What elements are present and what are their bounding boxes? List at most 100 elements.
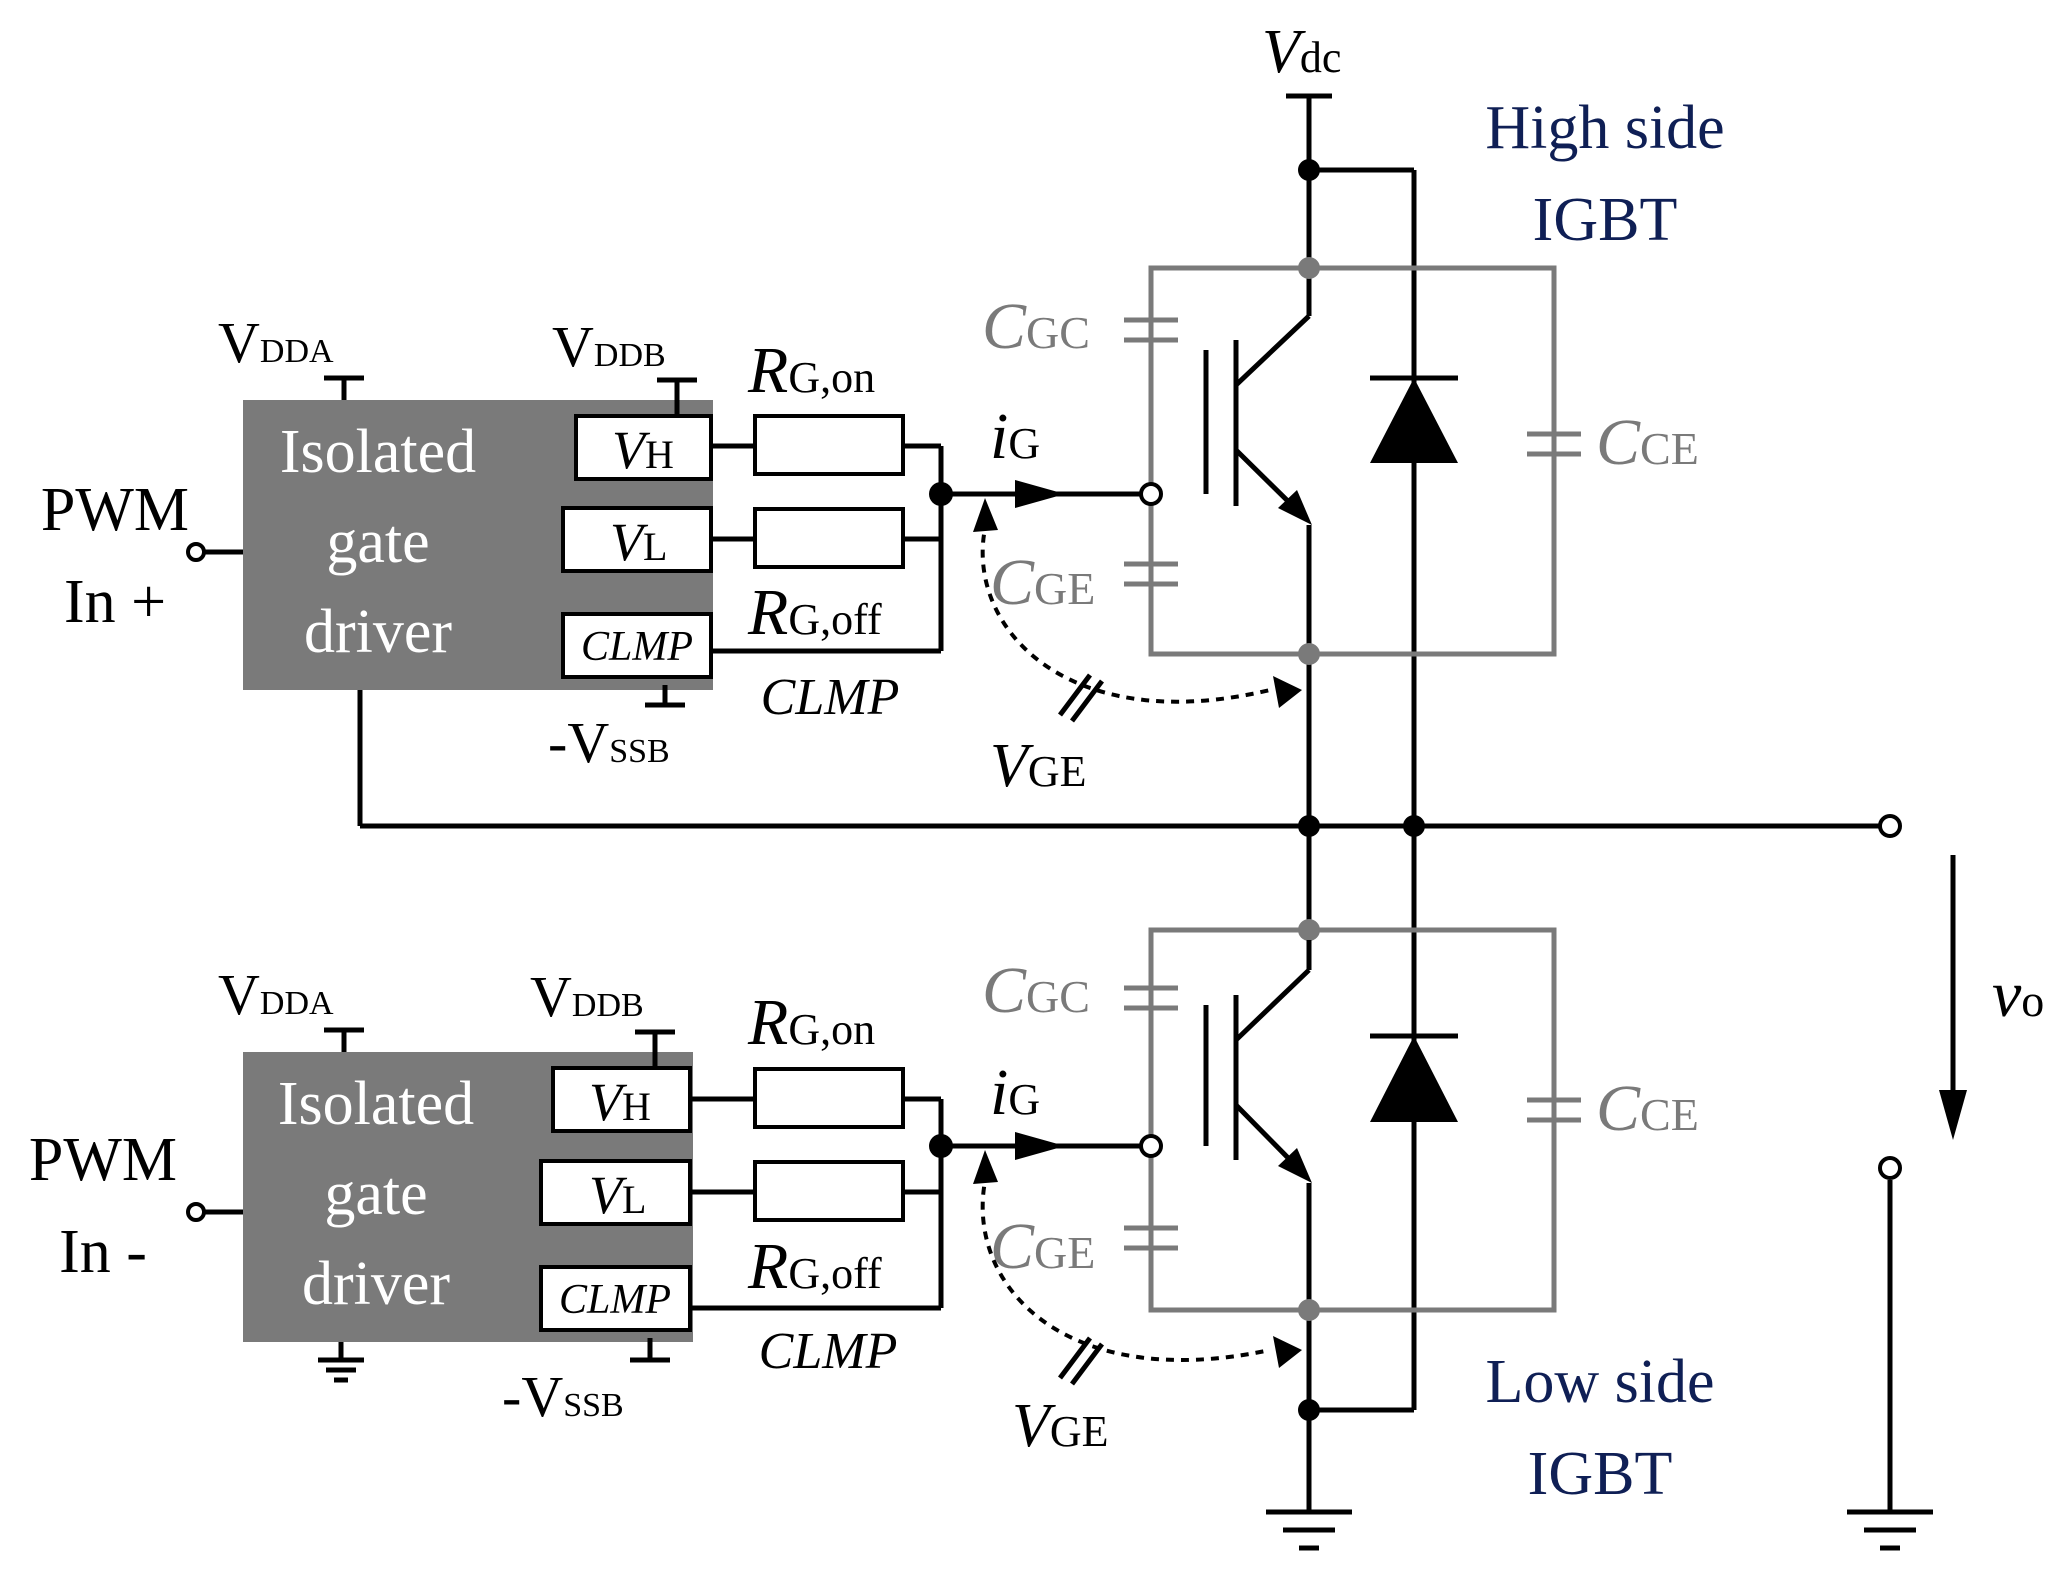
vdc-label: V (1262, 18, 1306, 86)
high-side-ig-arrow (1015, 480, 1065, 508)
svg-text:CGE: CGE (990, 546, 1095, 619)
vssb-low-label: -V (502, 1364, 563, 1429)
cce-low-subscript: CE (1640, 1089, 1699, 1140)
vddb-high-subscript: DDB (594, 337, 666, 374)
rgon-high-subscript: G,on (788, 353, 875, 402)
cgc-high-subscript: GC (1026, 307, 1090, 358)
cce-high-subscript: CE (1640, 423, 1699, 474)
high-side-leg (940, 159, 1581, 665)
driver-low-text-line3: driver (302, 1250, 450, 1318)
driver-high-text-line2: gate (326, 508, 429, 576)
vdc-subscript: dc (1300, 33, 1342, 82)
vl-high-subscript: L (643, 524, 667, 569)
vge-high-subscript: GE (1028, 747, 1087, 796)
ig-low-subscript: G (1008, 1075, 1040, 1124)
vge-low-subscript: GE (1050, 1407, 1109, 1456)
rgon-low-label: R (747, 986, 788, 1059)
rgoff-low-label: R (747, 1230, 788, 1303)
vdda-low-label: V (218, 962, 260, 1027)
pwm-high-label-line2: In + (64, 568, 166, 636)
svg-text:RG,off: RG,off (747, 1230, 882, 1303)
svg-text:iG: iG (990, 400, 1040, 473)
low-side-title-line1: Low side (1485, 1348, 1714, 1416)
vddb-low-subscript: DDB (572, 987, 644, 1024)
svg-text:CGC: CGC (982, 954, 1090, 1027)
rgoff-high-label: R (747, 576, 788, 649)
svg-text:RG,off: RG,off (747, 576, 882, 649)
svg-text:RG,on: RG,on (747, 334, 875, 407)
svg-text:vo: vo (1992, 958, 2044, 1031)
svg-text:VGE: VGE (990, 732, 1087, 800)
driver-low-text-line1: Isolated (278, 1070, 474, 1138)
cgc-high-label: C (982, 290, 1027, 363)
output-terminal-bottom (1878, 1156, 1902, 1180)
low-side-parasitic-network (1124, 919, 1581, 1321)
low-side-leg (940, 919, 1581, 1421)
output-terminal-top (1878, 814, 1902, 838)
svg-text:VL: VL (589, 1165, 646, 1225)
vh-low-subscript: H (622, 1084, 651, 1129)
ig-high-label: i (990, 400, 1008, 473)
svg-text:CGE: CGE (990, 1210, 1095, 1283)
clmp-low-box-label: CLMP (559, 1277, 671, 1323)
cgc-low-subscript: GC (1026, 971, 1090, 1022)
pwm-low-label-line2: In - (59, 1218, 147, 1286)
vdda-high-label: V (218, 310, 260, 375)
svg-text:VH: VH (612, 420, 674, 480)
vge-low-label: V (1012, 1392, 1056, 1460)
ground-symbol-driver (318, 1337, 364, 1383)
svg-text:VH: VH (589, 1072, 651, 1132)
cge-high-subscript: GE (1034, 563, 1095, 614)
cgc-low-label: C (982, 954, 1027, 1027)
driver-low-text-line2: gate (324, 1160, 427, 1228)
cce-high-label: C (1596, 406, 1641, 479)
svg-text:iG: iG (990, 1056, 1040, 1129)
svg-text:VL: VL (610, 512, 667, 572)
high-side-title-line1: High side (1485, 94, 1724, 162)
svg-text:CGC: CGC (982, 290, 1090, 363)
driver-high-text-line3: driver (304, 598, 452, 666)
svg-text:-VSSB: -VSSB (548, 710, 670, 775)
low-side-ig-arrow (1015, 1132, 1065, 1160)
vddb-high-label: V (552, 314, 594, 379)
svg-text:VDDB: VDDB (552, 314, 666, 379)
svg-text:VDDA: VDDA (218, 962, 334, 1027)
ig-high-subscript: G (1008, 419, 1040, 468)
rgon-low-subscript: G,on (788, 1005, 875, 1054)
vddb-low-label: V (530, 964, 572, 1029)
rgoff-low-subscript: G,off (788, 1249, 882, 1298)
svg-text:VDDB: VDDB (530, 964, 644, 1029)
vge-high-label: V (990, 732, 1034, 800)
clmp-low-label: CLMP (759, 1323, 898, 1380)
cge-low-label: C (990, 1210, 1035, 1283)
svg-text:RG,on: RG,on (747, 986, 875, 1059)
pwm-low-label-line1: PWM (29, 1126, 177, 1194)
rgoff-high-subscript: G,off (788, 595, 882, 644)
vh-low-label: V (589, 1072, 628, 1132)
vl-low-subscript: L (622, 1177, 646, 1222)
low-side-title-line2: IGBT (1528, 1440, 1673, 1508)
low-side-diode-icon (1370, 1036, 1458, 1122)
ig-low-label: i (990, 1056, 1008, 1129)
high-side-diode-icon (1370, 378, 1458, 463)
output-voltage-arrow (1939, 855, 1967, 1140)
svg-text:-VSSB: -VSSB (502, 1364, 624, 1429)
vh-high-subscript: H (645, 432, 674, 477)
vdda-low-subscript: DDA (260, 985, 334, 1022)
vo-label: v (1992, 958, 2022, 1031)
vh-high-label: V (612, 420, 651, 480)
ground-symbol-output (1847, 1509, 1933, 1551)
high-side-parasitic-network (1124, 257, 1581, 665)
ground-symbol-power (1266, 1509, 1352, 1551)
vssb-high-label: -V (548, 710, 609, 775)
clmp-high-box-label: CLMP (581, 624, 693, 670)
high-side-gate-driver (186, 375, 1302, 723)
vssb-low-subscript: SSB (563, 1387, 624, 1424)
vo-subscript: o (2021, 975, 2044, 1026)
svg-text:CCE: CCE (1596, 1072, 1699, 1145)
clmp-high-label: CLMP (761, 669, 900, 726)
svg-text:Vdc: Vdc (1262, 18, 1341, 86)
vssb-high-subscript: SSB (609, 733, 670, 770)
